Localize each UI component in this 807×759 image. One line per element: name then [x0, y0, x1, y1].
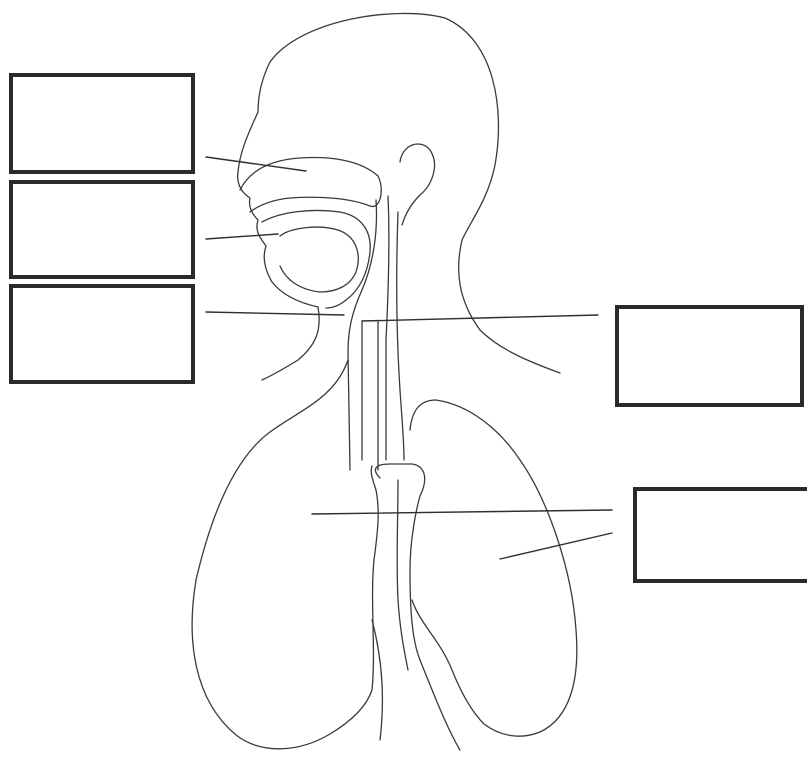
- right-lung: [410, 400, 577, 736]
- label-box-1[interactable]: [9, 73, 195, 174]
- left-lung: [192, 360, 378, 749]
- trachea-inner: [362, 322, 378, 470]
- esophagus: [397, 212, 404, 460]
- face-profile: [238, 62, 319, 380]
- leader-line-6: [500, 533, 612, 559]
- label-box-4[interactable]: [615, 305, 804, 407]
- tongue: [280, 227, 358, 292]
- label-box-5[interactable]: [633, 487, 807, 583]
- pharynx-right: [386, 196, 389, 460]
- bronchus-branch: [372, 620, 460, 750]
- leader-line-2: [206, 234, 278, 239]
- nasal-cavity: [240, 158, 381, 212]
- ear-outline: [400, 144, 435, 225]
- label-box-3[interactable]: [9, 284, 195, 384]
- heart-outline: [375, 464, 424, 660]
- label-box-2[interactable]: [9, 180, 195, 279]
- bronchus-center: [397, 480, 408, 670]
- leader-line-5: [312, 510, 612, 514]
- leader-line-3: [206, 312, 344, 315]
- oral-cavity: [262, 210, 370, 308]
